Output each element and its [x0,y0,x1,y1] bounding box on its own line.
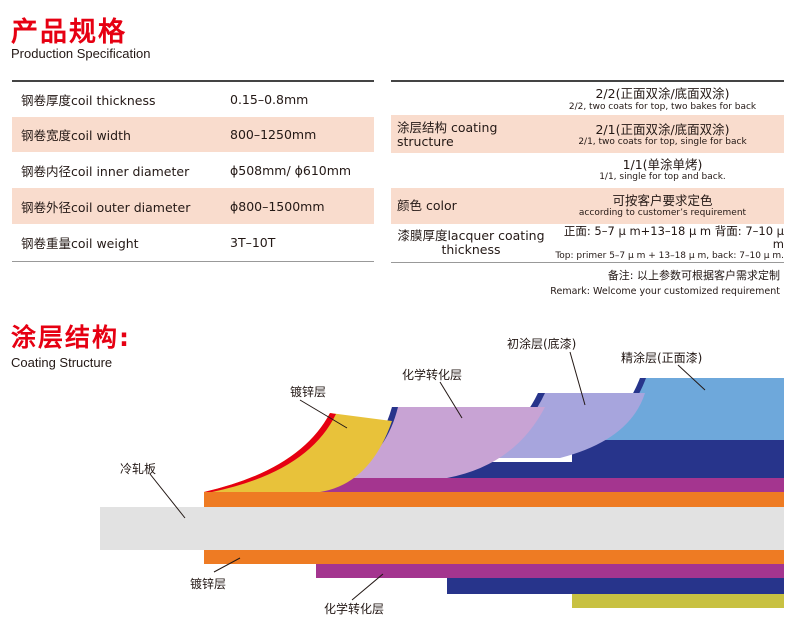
page-subtitle: Production Specification [11,46,151,61]
leader-line [299,399,348,429]
lacquer-label: 漆膜厚度lacquer coating thickness [391,229,551,257]
leader-line [149,473,186,519]
magenta-band-top [316,478,784,493]
spec-table-right: 涂层结构 coating structure 2/2(正面双涂/底面双涂) 2/… [391,80,784,299]
lacquer-value-main: 正面: 5–7 μ m+13–18 μ m 背面: 7–10 μ m [563,223,784,251]
table-top-rule [391,80,784,82]
navy-band-bottom [447,578,784,594]
orange-band-top [204,492,784,507]
section-title: 涂层结构: [11,323,131,352]
lacquer-row: 漆膜厚度lacquer coating thickness 正面: 5–7 μ … [391,224,784,262]
spec-value: ϕ508mm/ ϕ610mm [230,162,352,178]
lacquer-value: 正面: 5–7 μ m+13–18 μ m 背面: 7–10 μ m Top: … [551,223,784,262]
navy-band-top [572,440,784,465]
page-title: 产品规格 [11,17,127,48]
table-row: 钢卷外径coil outer diameter ϕ800–1500mm [12,188,374,224]
label-galvanized-bottom: 镀锌层 [190,577,227,591]
leader-line [677,364,706,391]
table-bottom-rule [391,262,784,263]
color-row: 颜色 color 可按客户要求定色 according to customer’… [391,188,784,224]
primer-edge [447,393,545,463]
table-row: 钢卷厚度coil thickness 0.15–0.8mm [12,82,374,117]
coating-option: 2/2(正面双涂/底面双涂) 2/2, two coats for top, t… [541,87,784,112]
coating-option-sub: 1/1, single for top and back. [599,172,726,183]
spec-value: 800–1250mm [230,127,317,142]
table-row: 钢卷内径coil inner diameter ϕ508mm/ ϕ610mm [12,152,374,188]
lacquer-value-sub: Top: primer 5–7 μ m + 13–18 μ m, back: 7… [555,251,784,262]
leader-line [569,351,586,406]
color-value: 可按客户要求定色 according to customer’s require… [541,192,784,219]
spec-table-left: 钢卷厚度coil thickness 0.15–0.8mm 钢卷宽度coil w… [12,80,374,262]
coating-option-sub: 2/1, two coats for top, single for back [578,137,747,147]
coating-option-sub: 2/2, two coats for top, two bakes for ba… [568,101,757,112]
label-galvanized-top: 镀锌层 [290,385,327,399]
coating-option-main: 2/1(正面双涂/底面双涂) [595,121,730,137]
spec-label: 钢卷重量coil weight [21,236,139,251]
coating-option-main: 1/1(单涂单烤) [622,156,703,172]
table-top-rule [12,80,374,82]
color-value-main: 可按客户要求定色 [612,192,713,208]
coating-structure-row: 涂层结构 coating structure 2/2(正面双涂/底面双涂) 2/… [391,82,784,188]
table-row: 钢卷宽度coil width 800–1250mm [12,117,374,152]
spec-label: 钢卷宽度coil width [21,128,131,143]
table-row: 钢卷重量coil weight 3T–10T [12,224,374,261]
coating-option-main: 2/2(正面双涂/底面双涂) [595,86,730,102]
section-subtitle: Coating Structure [11,355,113,370]
magenta-band-bottom [316,564,784,578]
label-chemical-bottom: 化学转化层 [324,602,385,616]
conversion-edge [316,407,398,484]
lacquer-label-line: thickness [441,242,501,257]
coating-option: 2/1(正面双涂/底面双涂) 2/1, two coats for top, s… [541,121,784,148]
spec-label: 钢卷厚度coil thickness [21,93,156,108]
spec-label: 钢卷内径coil inner diameter [21,163,190,179]
spec-value: 0.15–0.8mm [230,92,309,107]
leader-line [213,557,241,573]
olive-band-bottom [572,594,784,608]
coating-structure-label: 涂层结构 coating structure [397,120,498,149]
color-value-sub: according to customer’s requirement [578,208,747,219]
remark: 备注: 以上参数可根据客户需求定制 Remark: Welcome your c… [391,269,784,299]
spec-label: 钢卷外径coil outer diameter [21,199,191,215]
orange-band-bottom [204,550,784,564]
table-bottom-rule [12,261,374,262]
label-cold-rolled: 冷轧板 [120,462,157,476]
spec-value: 3T–10T [230,235,276,250]
label-primer: 初涂层(底漆) [507,337,577,351]
lacquer-label-line: 漆膜厚度lacquer coating [397,228,545,244]
cold-rolled-steel [100,507,784,550]
spec-value: ϕ800–1500mm [230,198,325,214]
label-finish: 精涂层(正面漆) [621,351,703,365]
leader-line [351,573,384,601]
remark-cn: 备注: 以上参数可根据客户需求定制 [607,269,780,282]
coating-structure-options: 2/2(正面双涂/底面双涂) 2/2, two coats for top, t… [541,82,784,188]
remark-en: Remark: Welcome your customized requirem… [550,285,780,297]
color-label: 颜色 color [397,198,457,214]
coating-option: 1/1(单涂单烤) 1/1, single for top and back. [541,156,784,183]
conversion-layer [316,407,545,478]
label-chemical-top: 化学转化层 [402,368,463,382]
primer-band-top [447,462,784,479]
leader-line [439,381,463,419]
